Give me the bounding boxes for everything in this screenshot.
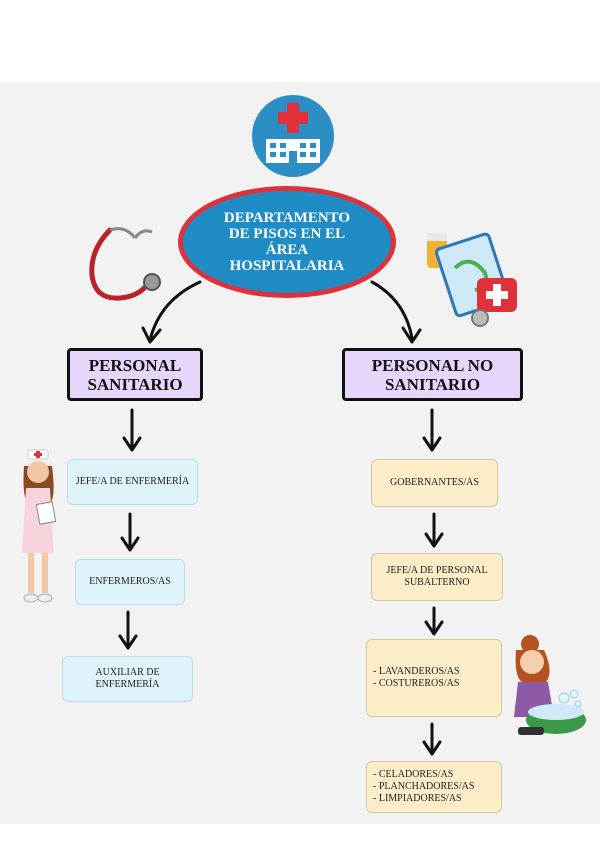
arrow-root-to-no-sanitario: [370, 280, 414, 340]
medical-clipboard-icon: [415, 228, 527, 333]
nurse-illustration: [14, 448, 64, 608]
personal-no-sanitario-label: PERSONAL NO SANITARIO: [371, 355, 494, 394]
jefe-enfermeria-node: JEFE/A DE ENFERMERÍA: [67, 459, 198, 505]
lavanderos-costureros-node: - LAVANDEROS/AS - COSTUREROS/AS: [366, 639, 502, 717]
limpiadores-label: - LIMPIADORES/AS: [373, 793, 462, 804]
auxiliar-enfermeria-label: AUXILIAR DE ENFERMERÍA: [95, 667, 160, 690]
hospital-logo-icon: [252, 95, 334, 177]
enfermeros-node: ENFERMEROS/AS: [75, 559, 185, 605]
stethoscope-icon: [80, 220, 180, 315]
costureros-label: - COSTUREROS/AS: [373, 678, 460, 689]
laundry-woman-illustration: [508, 632, 586, 738]
jefe-enfermeria-label: JEFE/A DE ENFERMERÍA: [75, 476, 190, 487]
celadores-group-node: - CELADORES/AS - PLANCHADORES/AS - LIMPI…: [366, 761, 502, 813]
celadores-label: - CELADORES/AS: [373, 769, 454, 780]
lavanderos-label: - LAVANDEROS/AS: [373, 666, 460, 677]
root-label: DEPARTAMENTO DE PISOS EN EL ÁREA HOSPITA…: [223, 210, 351, 274]
gobernantes-label: GOBERNANTES/AS: [390, 477, 479, 488]
jefe-personal-subalterno-node: JEFE/A DE PERSONAL SUBALTERNO: [371, 553, 503, 601]
personal-sanitario-node: PERSONAL SANITARIO: [67, 348, 203, 401]
jefe-personal-subalterno-label: JEFE/A DE PERSONAL SUBALTERNO: [386, 565, 488, 588]
root-node: DEPARTAMENTO DE PISOS EN EL ÁREA HOSPITA…: [178, 186, 396, 298]
arrow-root-to-sanitario: [148, 280, 202, 342]
gobernantes-node: GOBERNANTES/AS: [371, 459, 498, 507]
auxiliar-enfermeria-node: AUXILIAR DE ENFERMERÍA: [62, 656, 193, 702]
personal-no-sanitario-node: PERSONAL NO SANITARIO: [342, 348, 523, 401]
personal-sanitario-label: PERSONAL SANITARIO: [87, 355, 183, 394]
planchadores-label: - PLANCHADORES/AS: [373, 781, 475, 792]
enfermeros-label: ENFERMEROS/AS: [89, 576, 171, 587]
